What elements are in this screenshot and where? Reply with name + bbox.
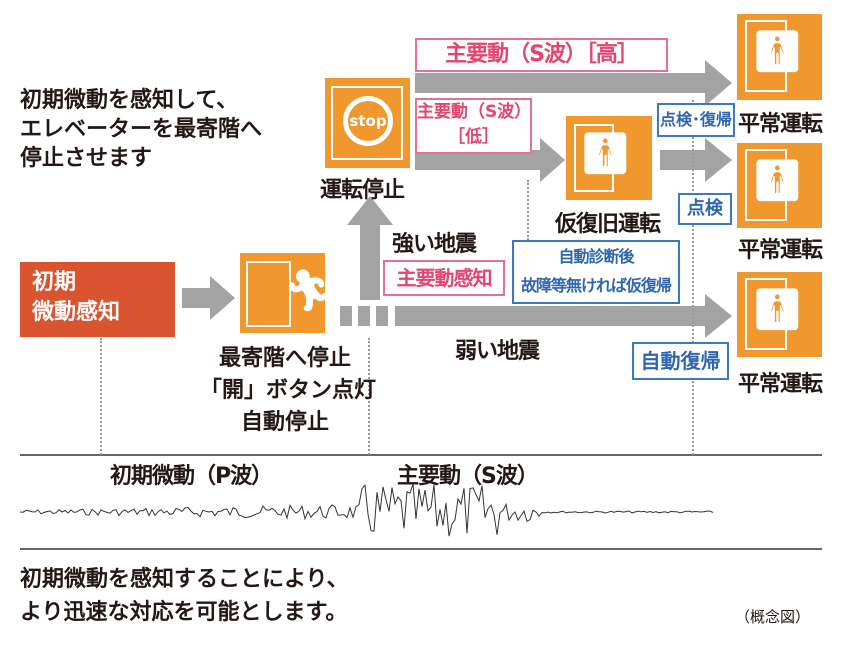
person-icon: 🚹︎ [580,131,631,177]
s-wave-label: 主要動（S波） [397,464,539,489]
arrow-weak [395,294,732,338]
weak-quake-label: 弱い地震 [455,339,540,364]
nearest-stop-text: 最寄階へ停止「開」ボタン点灯自動停止 [200,346,377,435]
initial-detect-box: 初期微動感知 [20,262,175,337]
timeline-guide [368,338,370,455]
s-wave-low-badge: 主要動（S波）［低］ [415,98,532,154]
arrow-temp-to-normal [660,138,732,182]
auto-restore-badge: 自動復帰 [632,342,729,380]
elevator-normal-icon: 🚹︎ [737,272,822,357]
elevator-stopping-icon: 🏃︎ [240,253,335,333]
normal-label: 平常運転 [738,238,823,263]
strong-quake-label: 強い地震 [392,232,477,257]
inspect-badge: 点検 [678,193,732,225]
elevator-normal-icon: 🚹︎ [737,14,822,100]
timeline-guide [527,180,529,240]
normal-label: 平常運転 [738,112,823,137]
arrow-initial [182,276,235,320]
arrow-low [415,138,565,182]
arrow-strong-up [347,196,393,300]
normal-label: 平常運転 [738,372,823,397]
running-person-icon: 🏃︎ [284,268,335,314]
intro-text: 初期微動を感知して、エレベーターを最寄階へ停止させます [20,88,263,171]
timeline-guide [692,100,694,455]
stop-label: 運転停止 [320,178,405,203]
elevator-temp-icon: 🚹︎ [566,116,652,200]
seismic-waveform [19,483,714,537]
elevator-normal-icon: 🚹︎ [737,143,822,228]
temp-restore-label: 仮復旧運転 [555,212,661,237]
arrow-high [415,60,732,106]
main-detect-badge: 主要動感知 [383,260,505,296]
stop-sign-icon: stop [343,96,393,146]
s-wave-high-badge: 主要動（S波）［高］ [415,38,668,72]
concept-note: （概念図） [735,608,811,626]
elevator-stop-icon: stop [325,78,410,168]
conclusion-text: 初期微動を感知することにより、より迅速な対応を可能とします。 [20,567,349,625]
auto-diagnosis-badge: 自動診断後故障等無ければ仮復帰 [512,240,680,304]
p-wave-label: 初期微動（P波） [110,464,273,489]
timeline-guide [100,338,102,455]
inspect-restore-badge: 点検･復帰 [657,103,735,137]
